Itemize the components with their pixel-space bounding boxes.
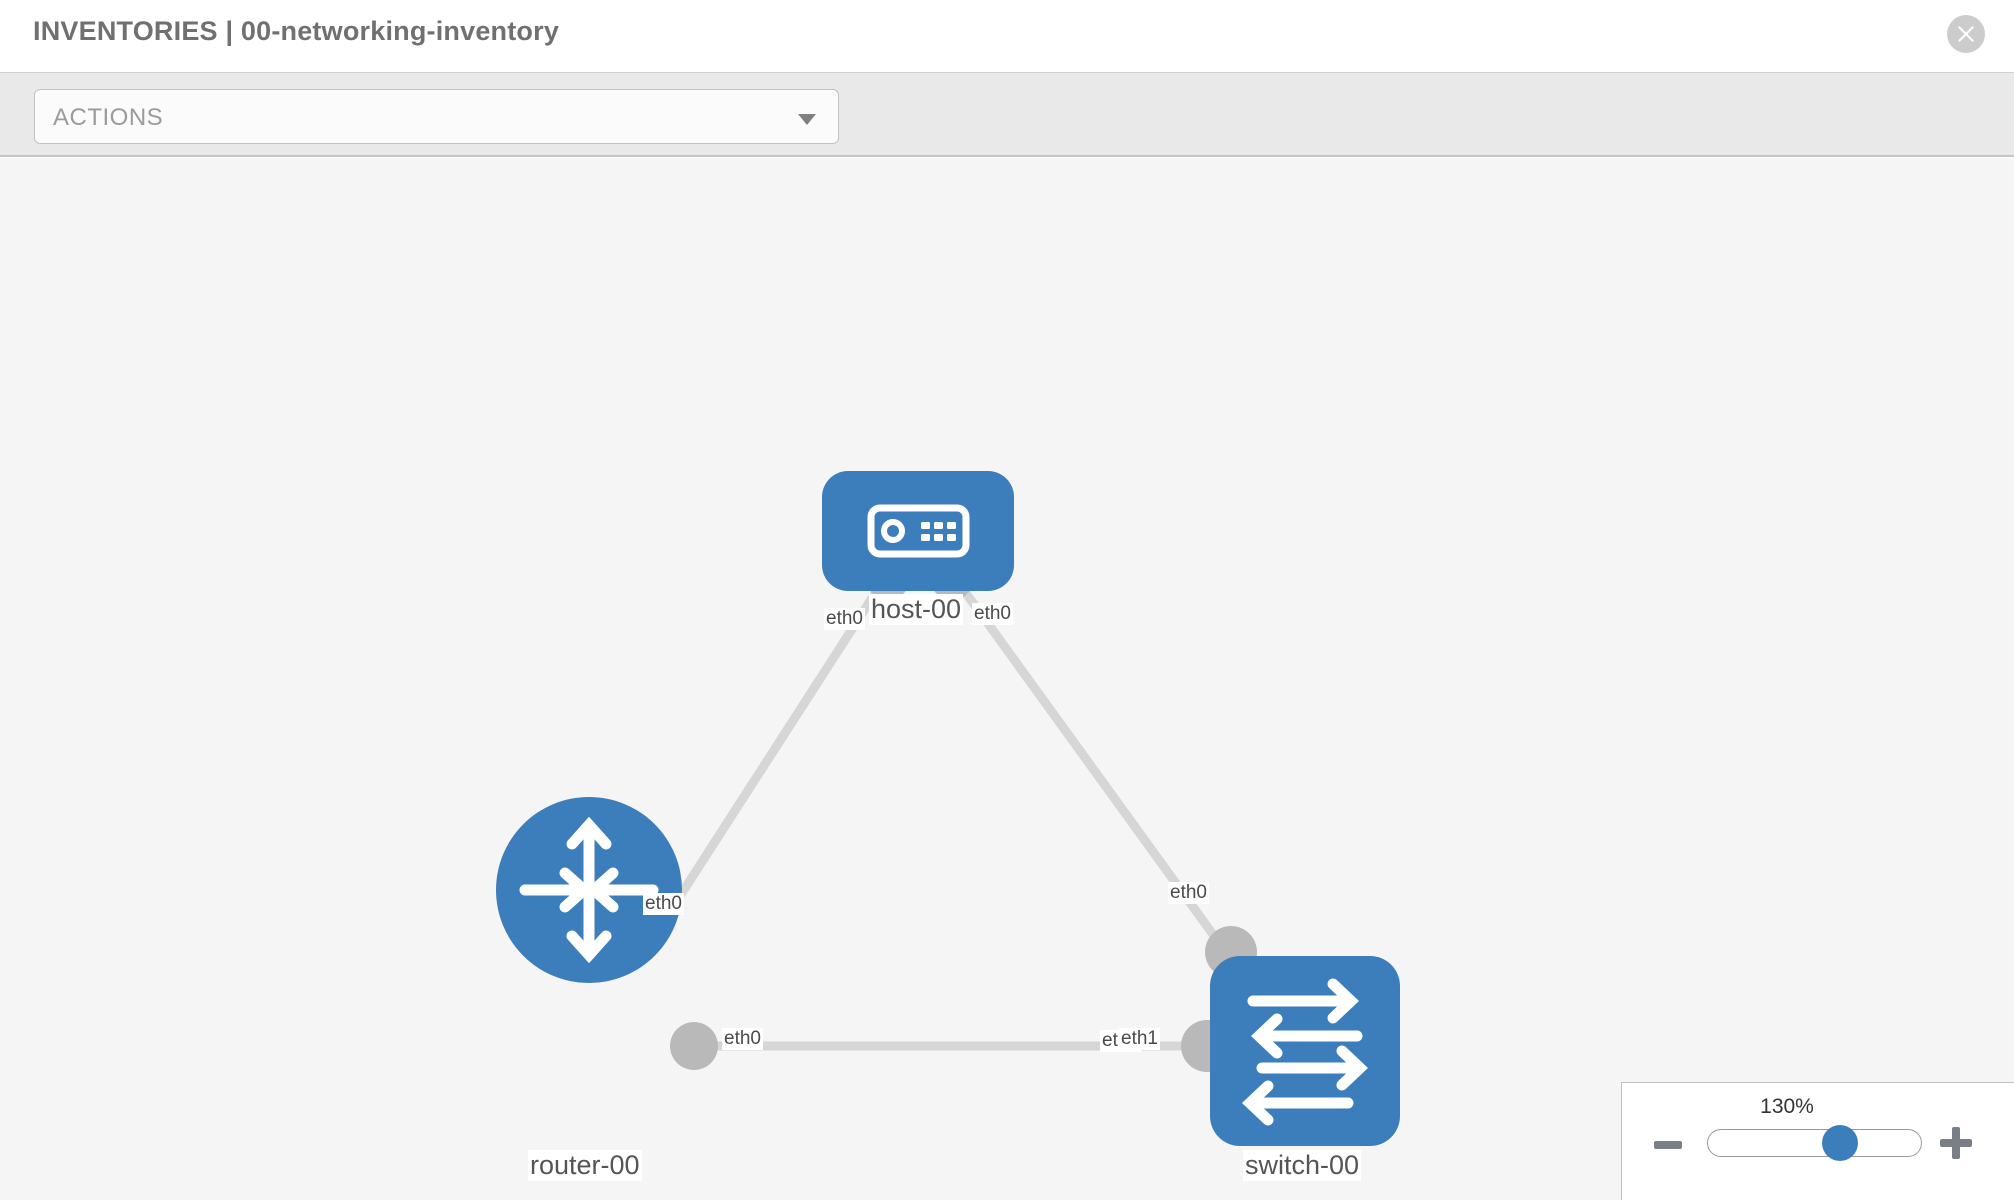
connector-nub[interactable]: [670, 1022, 718, 1070]
node-host-00[interactable]: [822, 471, 1014, 591]
topology-graph: [496, 471, 1400, 1146]
router-arrows-icon: [519, 816, 659, 964]
close-icon[interactable]: [1947, 15, 1985, 53]
page-header: INVENTORIES | 00-networking-inventory: [0, 0, 2014, 72]
plus-icon[interactable]: [1940, 1127, 1972, 1159]
actions-dropdown[interactable]: ACTIONS: [34, 89, 839, 144]
zoom-level-label: 130%: [1760, 1095, 1814, 1118]
node-label-host: host-00: [869, 594, 964, 625]
iface-label-router-right: eth0: [722, 1028, 763, 1050]
zoom-slider[interactable]: [1707, 1129, 1922, 1157]
switch-arrows-icon: [1241, 978, 1369, 1126]
zoom-slider-thumb[interactable]: [1822, 1125, 1858, 1161]
zoom-control-panel: 130%: [1621, 1082, 2014, 1200]
node-switch-00[interactable]: [1210, 956, 1400, 1146]
iface-label-switch-left-eth1: eth1: [1119, 1028, 1160, 1050]
node-router-00[interactable]: [496, 797, 682, 983]
topology-canvas[interactable]: host-00 router-00 switch-00 eth0 eth0 et…: [0, 158, 2014, 1200]
iface-label-host-right: eth0: [972, 603, 1013, 625]
minus-icon[interactable]: [1654, 1141, 1682, 1149]
iface-label-host-left: eth0: [824, 608, 865, 630]
toolbar: ACTIONS SEARCH: [0, 72, 2014, 216]
iface-label-router-up: eth0: [643, 893, 684, 915]
iface-label-switch-up: eth0: [1168, 882, 1209, 904]
actions-dropdown-label: ACTIONS: [53, 104, 164, 131]
node-label-switch: switch-00: [1243, 1150, 1362, 1181]
server-icon: [867, 504, 970, 558]
chevron-down-icon: [798, 114, 816, 125]
page-title: INVENTORIES | 00-networking-inventory: [33, 16, 560, 46]
node-label-router: router-00: [528, 1150, 642, 1181]
